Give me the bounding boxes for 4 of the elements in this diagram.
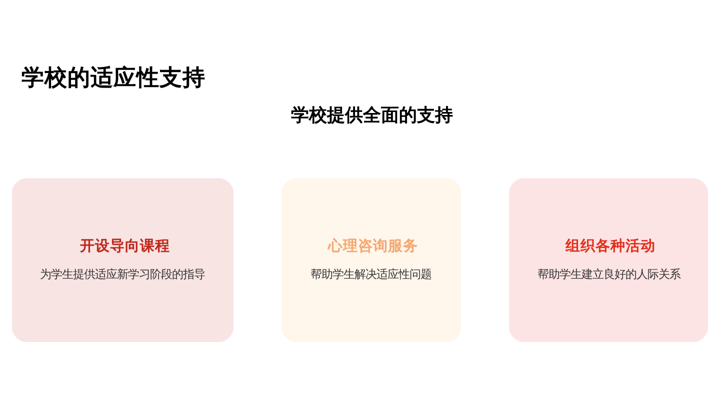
label: 学校提供全面的支持 (291, 104, 454, 126)
node-box: 组织各种活动 帮助学生建立良好的人际关系 (509, 178, 708, 342)
node-box: 开设导向课程 为学生提供适应新学习阶段的指导 (12, 178, 234, 342)
diagram-title: 学校的适应性支持 (22, 64, 206, 90)
